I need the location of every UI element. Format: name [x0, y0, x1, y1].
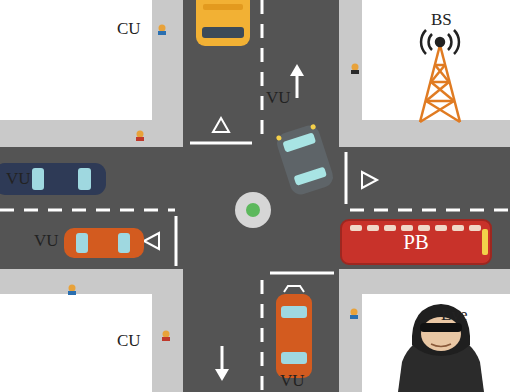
eavesdropper-figure: [398, 304, 484, 392]
bus-window: [367, 225, 379, 231]
bus-window: [350, 225, 362, 231]
bus-window: [469, 225, 481, 231]
lane-marking: [350, 209, 510, 212]
lane-marking: [261, 280, 264, 392]
direction-arrow: [290, 64, 304, 76]
pedestrian: [68, 25, 359, 342]
bus-light: [482, 229, 488, 255]
entity-label: CU: [117, 20, 141, 37]
stop-line: [190, 142, 252, 145]
bus-window: [384, 225, 396, 231]
roundabout: [235, 192, 271, 228]
yield-triangle: [362, 172, 377, 188]
entity-label: VU: [266, 89, 291, 106]
taxi-car: [196, 0, 250, 46]
direction-arrow: [215, 369, 229, 381]
bus-body: PB: [340, 219, 492, 265]
blue-car: [0, 163, 106, 195]
grey-car: [274, 123, 336, 197]
base-station-tower: [420, 45, 460, 122]
signal-waves: [421, 30, 459, 54]
direction-arrow: [221, 346, 224, 372]
stop-line: [175, 216, 178, 266]
entity-label: BS: [431, 11, 452, 28]
entity-label: VU: [280, 372, 305, 389]
yield-triangle: [213, 118, 229, 132]
lane-marking: [0, 209, 175, 212]
bus-window: [435, 225, 447, 231]
lane-marking: [261, 0, 264, 140]
bus-window: [452, 225, 464, 231]
roundabout-center: [246, 203, 260, 217]
entity-label: CU: [117, 332, 141, 349]
stop-line: [345, 152, 348, 204]
yield-triangle: [144, 233, 159, 249]
orange-car: [64, 228, 144, 258]
entity-label: VU: [34, 232, 59, 249]
orange-car: [276, 286, 312, 378]
entity-label: VU: [6, 170, 31, 187]
bus-label: PB: [403, 230, 429, 255]
stop-line: [270, 272, 334, 275]
entity-label: Eve: [441, 306, 467, 323]
